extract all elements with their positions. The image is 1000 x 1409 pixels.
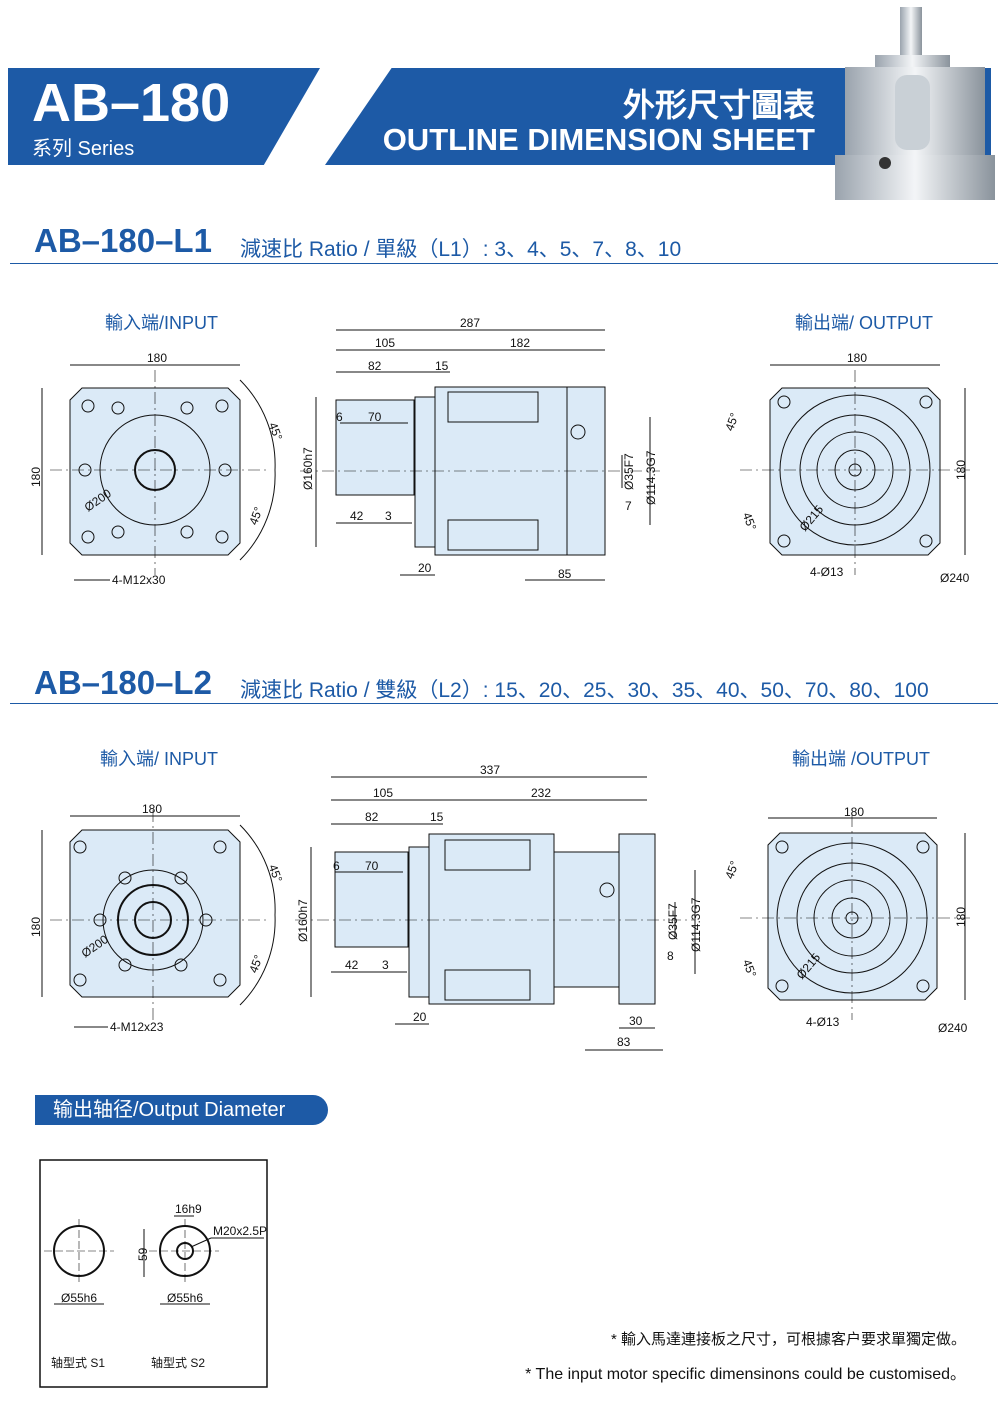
- l1-dim-h: 3: [385, 509, 392, 523]
- l2-output-flange-view: 180 180 45° 45° Ø215 4-Ø13 Ø240: [722, 805, 970, 1035]
- title-en: OUTLINE DIMENSION SHEET: [382, 122, 815, 157]
- l2-dim-pilot: Ø160h7: [296, 899, 310, 942]
- l2-dim-g: 42: [345, 958, 359, 972]
- l1-dim-d: 15: [435, 359, 449, 373]
- l1-in-width: 180: [147, 351, 167, 365]
- l2-out-angle2: 45°: [740, 957, 759, 979]
- l2-dim-e: 6: [333, 859, 340, 873]
- output-shaft-types-box: Ø55h6 Ø55h6 16h9 59 M20x2.5P 轴型式 S1 轴型式 …: [39, 1159, 268, 1388]
- l2-dim-h: 3: [382, 958, 389, 972]
- l2-output-label: 輸出端 /OUTPUT: [792, 749, 930, 769]
- l2-input-flange-view: 180 180 45° 45° Ø200 4-M12x23: [30, 802, 285, 1034]
- l2-ratio: 減速比 Ratio / 雙級（L2）: 15、20、25、30、35、40、50…: [240, 679, 929, 702]
- s2-diameter: Ø55h6: [167, 1291, 203, 1305]
- l2-in-width: 180: [142, 802, 162, 816]
- note-cn: * 輸入馬達連接板之尺寸，可根據客户要求單獨定做。: [610, 1331, 966, 1348]
- l2-title: AB–180–L2: [34, 664, 212, 701]
- l1-dim-i: 20: [418, 561, 432, 575]
- l1-out-width: 180: [847, 351, 867, 365]
- l1-dim-j: 85: [558, 567, 572, 581]
- gearbox-product-image: [835, 7, 995, 200]
- s2-thread: M20x2.5P: [213, 1224, 267, 1238]
- l1-dim-f: 70: [368, 410, 382, 424]
- l2-dim-c: 82: [365, 810, 379, 824]
- l2-dim-total: 337: [480, 763, 500, 777]
- l2-dim-b: 232: [531, 786, 551, 800]
- l2-dim-j: 83: [617, 1035, 631, 1049]
- l2-dim-f: 70: [365, 859, 379, 873]
- l2-side-view: 337 105 232 82 15 6 70 42 3 20 30 83 8 Ø…: [295, 763, 703, 1051]
- l1-dim-a: 105: [375, 336, 395, 350]
- l2-in-holes: 4-M12x23: [110, 1020, 164, 1034]
- s2-label: 轴型式 S2: [151, 1355, 205, 1370]
- l1-in-holes: 4-M12x30: [112, 573, 166, 587]
- l1-dim-total: 287: [460, 316, 480, 330]
- model-name: AB–180: [32, 73, 231, 133]
- l1-out-height: 180: [954, 460, 968, 480]
- l2-dim-k: 8: [667, 949, 674, 963]
- series-label: 系列 Series: [32, 138, 135, 160]
- l1-in-angle1: 45°: [266, 420, 285, 442]
- l1-title: AB–180–L1: [34, 222, 212, 259]
- l1-output-flange-view: 180 180 45° 45° Ø215 4-Ø13 Ø240: [722, 351, 970, 585]
- l1-out-angle2: 45°: [740, 510, 759, 532]
- l2-dim-a: 105: [373, 786, 393, 800]
- note-en: * The input motor specific dimensinons c…: [525, 1366, 966, 1383]
- l1-ratio: 減速比 Ratio / 單級（L1）: 3、4、5、7、8、10: [240, 238, 682, 261]
- l1-dim-bore: Ø35F7: [622, 453, 636, 490]
- l1-divider: [10, 263, 998, 264]
- l2-dim-m: 30: [629, 1014, 643, 1028]
- l1-dim-bore2: Ø114.3G7: [644, 450, 658, 505]
- l1-in-height: 180: [30, 467, 43, 487]
- l2-dim-d: 15: [430, 810, 444, 824]
- l1-dim-c: 82: [368, 359, 382, 373]
- l2-dim-bore2: Ø114.3G7: [689, 897, 703, 952]
- l2-out-dia: Ø240: [938, 1021, 968, 1035]
- l2-out-height: 180: [954, 907, 968, 927]
- l1-dim-g: 42: [350, 509, 364, 523]
- title-cn: 外形尺寸圖表: [622, 87, 815, 123]
- l1-dim-pilot: Ø160h7: [301, 447, 315, 490]
- l2-out-holes: 4-Ø13: [806, 1015, 840, 1029]
- l1-out-dia: Ø240: [940, 571, 970, 585]
- l1-side-view: 287 105 182 82 15 6 70 42 3 20 85 7 Ø160…: [300, 316, 660, 581]
- s2-key-height: 59: [136, 1247, 150, 1261]
- header-model-banner: [8, 68, 320, 165]
- l2-in-height: 180: [30, 917, 43, 937]
- l2-in-angle1: 45°: [266, 862, 285, 884]
- l1-dim-e: 6: [336, 410, 343, 424]
- l1-input-flange-view: 180 180 45° 45° Ø200 4-M12x30: [30, 351, 285, 587]
- l1-dim-b: 182: [510, 336, 530, 350]
- l1-output-label: 輸出端/ OUTPUT: [795, 313, 933, 333]
- l2-divider: [10, 703, 998, 704]
- l2-out-width: 180: [844, 805, 864, 819]
- l2-out-angle1: 45°: [722, 859, 741, 881]
- l2-dim-i: 20: [413, 1010, 427, 1024]
- s1-diameter: Ø55h6: [61, 1291, 97, 1305]
- l1-in-angle2: 45°: [246, 505, 265, 527]
- l1-out-holes: 4-Ø13: [810, 565, 844, 579]
- l2-dim-bore: Ø35F7: [666, 903, 680, 940]
- output-diameter-heading: 输出轴径/Output Diameter: [35, 1095, 328, 1125]
- s1-label: 轴型式 S1: [51, 1355, 105, 1370]
- l1-out-angle1: 45°: [722, 411, 741, 433]
- l2-in-angle2: 45°: [246, 953, 265, 975]
- s2-key-width: 16h9: [175, 1202, 202, 1216]
- l2-input-label: 輸入端/ INPUT: [100, 749, 219, 769]
- l1-input-label: 輸入端/INPUT: [105, 313, 219, 333]
- l1-dim-k: 7: [625, 499, 632, 513]
